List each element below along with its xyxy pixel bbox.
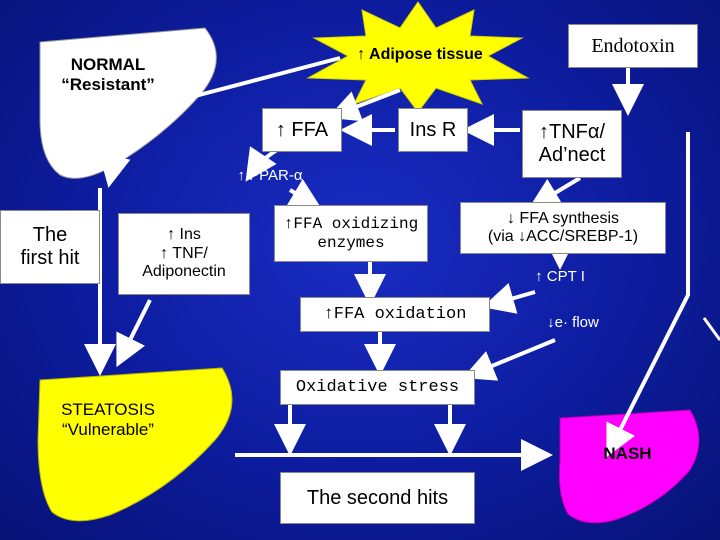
ffa-oxidizing-text: ↑FFA oxidizing	[283, 215, 419, 234]
second-hits-text: The second hits	[306, 486, 449, 509]
e-flow-text: ↓e· flow	[547, 314, 599, 331]
resistant-text: “Resistant”	[61, 74, 155, 94]
ffa-synthesis-box: ↓ FFA synthesis (via ↓ACC/SREBP-1)	[460, 202, 666, 254]
first-hit-line1: The	[32, 224, 68, 246]
enzymes-text: enzymes	[317, 233, 385, 252]
normal-text: NORMAL	[70, 55, 146, 74]
ffa-oxidation-text: ↑FFA oxidation	[323, 304, 467, 324]
ffa-text: ↑ FFA	[275, 118, 329, 141]
adiponectin-text: Adiponectin	[142, 263, 226, 281]
first-hit-line2: first hit	[20, 247, 80, 269]
oxidative-stress-text: Oxidative stress	[295, 377, 460, 397]
corner-tick	[702, 317, 720, 341]
arrow-box-to-steatosis	[116, 299, 152, 368]
adipose-label: ↑ Adipose tissue	[330, 46, 510, 64]
first-hit-box: The first hit	[0, 210, 100, 284]
oxidative-stress-box: Oxidative stress	[280, 370, 475, 405]
ins-text: ↑ Ins	[167, 226, 201, 244]
ffa-oxidizing-enzymes-box: ↑FFA oxidizing enzymes	[274, 205, 428, 262]
nash-label: NASH	[590, 444, 665, 464]
arrow-adipose-to-ffa	[327, 88, 401, 122]
endotoxin-text: Endotoxin	[591, 34, 675, 57]
arrow-ppar-to-enzymes	[286, 178, 322, 210]
tnf-text: ↑TNFα/	[539, 121, 605, 143]
ffa-box: ↑ FFA	[262, 108, 342, 152]
ins-r-text: Ins R	[409, 118, 457, 141]
tnf2-text: ↑ TNF/	[160, 244, 208, 262]
e-flow-label: ↓e· flow	[528, 314, 618, 331]
steatosis-text: STEATOSIS	[61, 400, 155, 419]
tnf-adnect-box: ↑TNFα/ Ad’nect	[522, 110, 622, 178]
ppar-text: ↑ PPAR-α	[237, 167, 303, 184]
steatosis-label: STEATOSIS “Vulnerable”	[38, 400, 178, 439]
cpt-text: ↑ CPT I	[535, 268, 585, 285]
ppar-label: ↑ PPAR-α	[225, 167, 315, 184]
second-hits-box: The second hits	[280, 472, 475, 524]
nash-liver-shape	[558, 409, 700, 524]
arrow-tnf-path-to-nash	[606, 132, 690, 458]
normal-liver-shape	[39, 27, 217, 179]
arrow-adipose-to-normal-liver	[99, 56, 341, 188]
arrow-eflow-to-stress	[462, 338, 556, 381]
normal-liver-label: NORMAL “Resistant”	[48, 55, 168, 94]
nash-text: NASH	[603, 444, 652, 463]
cpt-label: ↑ CPT I	[515, 268, 605, 285]
endotoxin-box: Endotoxin	[568, 24, 698, 68]
ins-r-box: Ins R	[398, 108, 468, 152]
adipose-text: ↑ Adipose tissue	[357, 46, 483, 63]
ffa-synthesis-text: ↓ FFA synthesis	[506, 209, 620, 227]
acc-srebp-text: (via ↓ACC/SREBP-1)	[487, 228, 639, 245]
arrow-tnf-to-synthesis	[528, 176, 582, 210]
steatosis-liver-shape	[37, 367, 233, 522]
vulnerable-text: “Vulnerable”	[62, 419, 154, 439]
ffa-oxidation-box: ↑FFA oxidation	[300, 297, 490, 332]
arrow-cpt-to-oxidation	[482, 282, 536, 314]
adnect-text: Ad’nect	[538, 144, 606, 166]
ins-tnf-adiponectin-box: ↑ Ins ↑ TNF/ Adiponectin	[118, 213, 250, 295]
